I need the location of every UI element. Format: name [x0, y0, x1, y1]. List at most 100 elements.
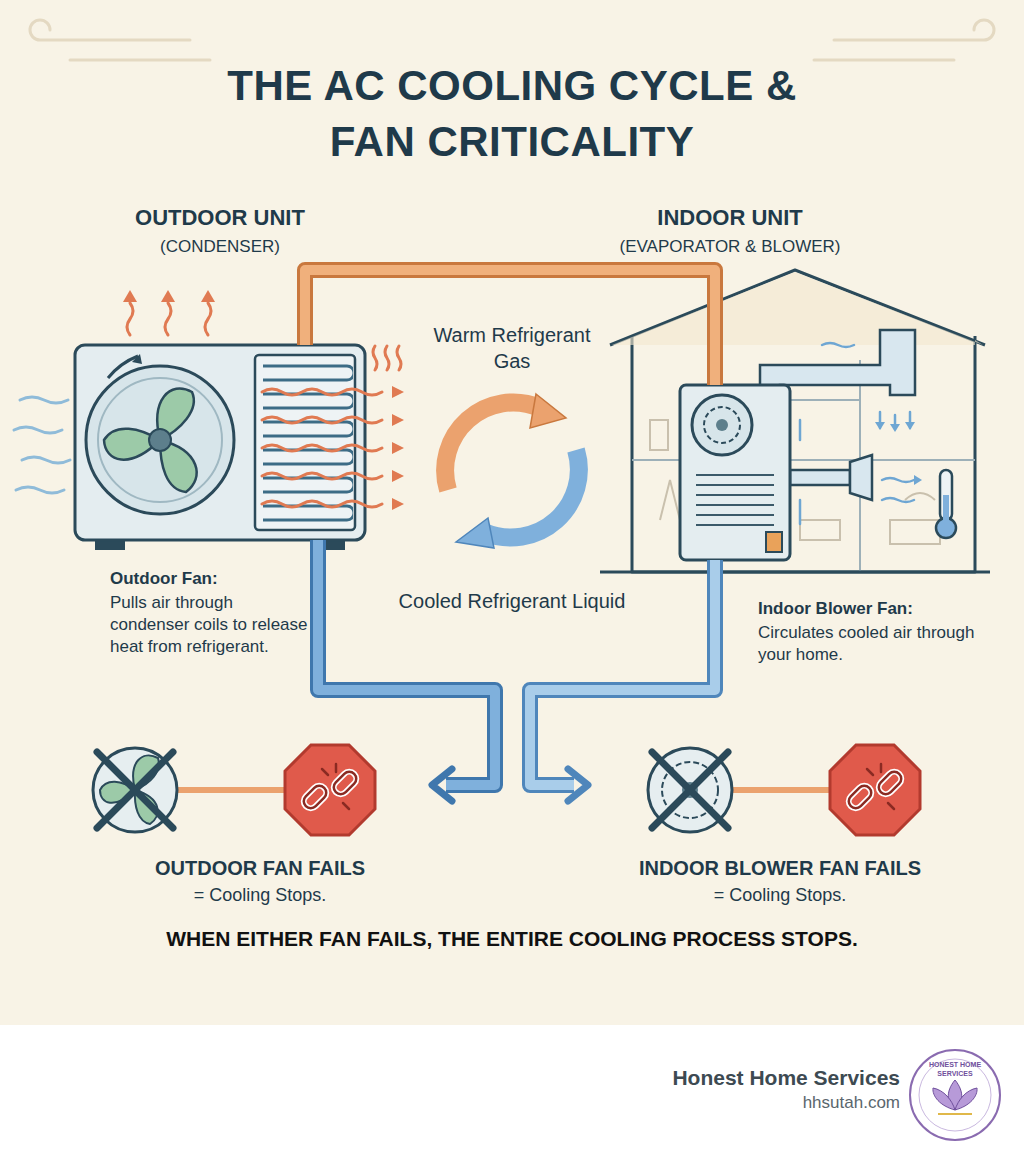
shape-circle [86, 366, 234, 514]
refrigerant-pipe [318, 540, 495, 801]
shape-path [161, 290, 175, 302]
shape-path [933, 1088, 955, 1110]
shape-g [104, 389, 197, 492]
shape-rect [301, 783, 329, 811]
node-heading: OUTDOOR UNIT [0, 205, 460, 231]
shape-path [882, 478, 914, 502]
unit-node: OUTDOOR FAN FAILS= Cooling Stops. [90, 745, 430, 900]
shape-path [201, 290, 215, 302]
node-heading: INDOOR BLOWER FAN FAILS [580, 857, 980, 880]
shape-circle [648, 748, 732, 832]
shape-path [322, 764, 349, 809]
shape-path [610, 270, 985, 345]
shape-path [850, 455, 872, 500]
shape-g [846, 769, 904, 811]
shape-circle [692, 395, 752, 455]
unit-node: INDOOR UNIT(EVAPORATOR & BLOWER) [680, 385, 790, 560]
shape-path [632, 360, 975, 572]
shape-line [732, 787, 830, 793]
shape-circle [93, 748, 177, 832]
shape-path [373, 346, 401, 370]
shape-path [914, 475, 922, 485]
refrigerant-pipe [305, 270, 715, 385]
shape-path [262, 473, 382, 479]
shape-path [938, 1113, 972, 1115]
shape-path [108, 356, 138, 378]
shape-path [484, 450, 579, 538]
shape-path [612, 272, 983, 345]
shape-path [530, 394, 566, 428]
shape-path [814, 20, 994, 60]
shape-path [392, 414, 404, 426]
text-label: Outdoor Fan: [110, 568, 310, 590]
shape-path [262, 501, 382, 507]
shape-path [392, 386, 404, 398]
shape-g [301, 764, 359, 811]
shape-g [800, 343, 914, 524]
shape-g [600, 270, 990, 572]
shape-g [301, 769, 359, 811]
title: THE AC COOLING CYCLE & FAN CRITICALITY [197, 58, 827, 170]
shape-circle [716, 419, 728, 431]
shape-rect [331, 769, 359, 797]
shape-path [318, 540, 495, 785]
shape-circle [704, 407, 740, 443]
shape-rect [680, 385, 790, 560]
shape-path [392, 498, 404, 510]
shape-path [285, 745, 375, 835]
shape-rect [766, 532, 782, 552]
shape-g [846, 764, 904, 811]
shape-path [127, 303, 211, 335]
shape-path [123, 290, 137, 302]
shape-path [867, 764, 894, 809]
node-subtext: = Cooling Stops. [580, 885, 980, 906]
shape-path [132, 354, 142, 364]
shape-path [262, 417, 382, 423]
text-label: Pulls air through condenser coils to rel… [110, 592, 310, 658]
shape-rect [876, 769, 904, 797]
shape-path [97, 752, 173, 828]
shape-path [14, 397, 70, 493]
shape-path [262, 445, 382, 451]
shape-g [30, 20, 994, 60]
shape-circle [919, 1059, 991, 1131]
shape-g [933, 1080, 977, 1110]
node-heading: INDOOR UNIT [520, 205, 940, 231]
text-label: Warm Refrigerant Gas [422, 322, 602, 374]
shape-path [445, 402, 540, 490]
shape-path [955, 1088, 977, 1110]
shape-path [790, 470, 850, 485]
shape-path [456, 518, 494, 548]
text-label: hhsutah.com [560, 1092, 900, 1114]
shape-circle [98, 378, 222, 502]
node-subtext: = Cooling Stops. [90, 885, 430, 906]
node-subtext: (CONDENSER) [0, 237, 460, 257]
text-label: Cooled Refrigerant Liquid [382, 588, 642, 614]
shape-g [123, 290, 404, 510]
shape-g [127, 303, 401, 507]
shape-rect [876, 769, 904, 797]
shape-rect [943, 495, 949, 525]
shape-path [262, 389, 382, 395]
shape-path [392, 470, 404, 482]
shape-path [568, 769, 588, 801]
unit-node: INDOOR BLOWER FAN FAILS= Cooling Stops. [590, 745, 970, 900]
shape-line [177, 787, 285, 793]
shape-path [318, 540, 495, 785]
shape-circle [149, 429, 171, 451]
node-subtext: (EVAPORATOR & BLOWER) [520, 237, 940, 257]
shape-rect [0, 1025, 1024, 1154]
shape-path [30, 20, 210, 60]
shape-g [445, 402, 579, 537]
node-heading: OUTDOOR FAN FAILS [90, 857, 430, 880]
shape-path [830, 745, 920, 835]
unit-node: OUTDOOR UNIT(CONDENSER) [75, 345, 365, 540]
text-label: Honest Home Services [560, 1064, 900, 1091]
shape-g [14, 290, 404, 550]
shape-path [890, 424, 900, 432]
shape-rect [75, 345, 365, 540]
shape-path [875, 422, 885, 430]
text-label: Indoor Blower Fan: [758, 598, 988, 620]
